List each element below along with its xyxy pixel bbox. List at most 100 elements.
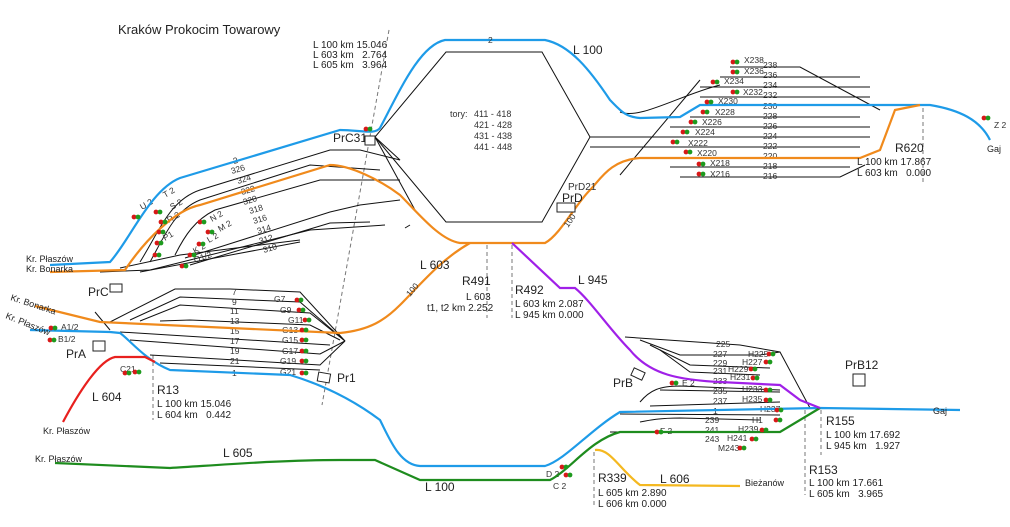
signal-label: Z 2: [994, 120, 1007, 130]
signal-red-lamp: [559, 464, 565, 470]
signal-icon: [296, 307, 306, 313]
track-label: 216: [763, 171, 777, 181]
signal-icon: [730, 89, 740, 95]
track-label: 218: [763, 161, 777, 171]
signal-red-lamp: [296, 307, 302, 313]
line-l604: [62, 355, 156, 423]
signal-green-lamp: [306, 317, 312, 323]
km-post-name: R492: [515, 283, 544, 297]
track-label-2: 2: [488, 35, 493, 45]
track-label: 11: [230, 306, 239, 316]
endpoint-biezanow: Bieżanów: [745, 478, 785, 488]
signal-red-lamp: [763, 397, 769, 403]
signal-icon: [299, 348, 309, 354]
hump-yard-group-4: 441 - 448: [474, 142, 512, 152]
line-l603: [49, 103, 921, 274]
signal-icon: [187, 252, 197, 258]
signal-green-lamp: [156, 252, 162, 258]
signal-icon: [154, 240, 164, 246]
km-line: L 100 km 15.046: [157, 399, 232, 410]
signal-green-lamp: [157, 209, 163, 215]
signal-red-lamp: [563, 472, 569, 478]
signal-green-lamp: [303, 348, 309, 354]
signal-icon: [563, 472, 573, 478]
signal-icon: [763, 359, 773, 365]
signal-green-lamp: [303, 337, 309, 343]
endpoint-kr-plaszow-l604: Kr. Płaszów: [43, 426, 91, 436]
signal-red-lamp: [205, 229, 211, 235]
signal-box-label-prd: PrD: [562, 191, 583, 205]
track-label: 225: [716, 339, 730, 349]
signal-green-lamp: [209, 229, 215, 235]
signal-label: X218: [710, 158, 730, 168]
signal-label: H235: [742, 394, 763, 404]
line-l605: [54, 407, 821, 482]
track-label: 326: [230, 162, 247, 176]
signal-green-lamp: [767, 397, 773, 403]
signal-red-lamp: [363, 126, 369, 132]
signal-green-lamp: [674, 139, 680, 145]
signal-red-lamp: [669, 380, 675, 386]
signal-red-lamp: [654, 429, 660, 435]
signal-label: G17: [282, 346, 298, 356]
signal-icon: [696, 161, 706, 167]
signal-red-lamp: [299, 337, 305, 343]
signal-label: C21: [120, 364, 136, 374]
km-line: L 603: [466, 292, 491, 303]
km-post-name: R339: [598, 471, 627, 485]
line-l100-south: [29, 328, 961, 468]
signal-icon: [696, 171, 706, 177]
line-l606: [594, 448, 741, 488]
signal-icon: [688, 119, 698, 125]
signal-green-lamp: [754, 375, 760, 381]
km-line: L 945 km 0.000: [515, 310, 584, 321]
signal-red-lamp: [737, 445, 743, 451]
signal-green-lamp: [52, 325, 58, 331]
signal-icon: [152, 252, 162, 258]
signal-icon: [749, 436, 759, 442]
signal-green-lamp: [985, 115, 991, 121]
track-label: 229: [713, 358, 727, 368]
signal-red-lamp: [748, 366, 754, 372]
km-post-name: R155: [826, 414, 855, 428]
signal-label: X234: [724, 76, 744, 86]
signal-red-lamp: [704, 99, 710, 105]
signal-label: E 2: [682, 378, 695, 388]
km-post-guides: [152, 29, 924, 505]
signal-icon: [559, 464, 569, 470]
track-label: 314: [256, 222, 273, 236]
signal-green-lamp: [563, 464, 569, 470]
signal-red-lamp: [158, 219, 164, 225]
signal-red-lamp: [179, 263, 185, 269]
km-line: L 605 km 2.890: [598, 488, 667, 499]
track-label: 232: [763, 90, 777, 100]
line-l945: [511, 242, 821, 410]
signal-icon: [750, 375, 760, 381]
group-x-tracks: [590, 66, 881, 178]
km-post-top-left: L 100 km 15.046 L 603 km 2.764 L 605 km …: [313, 40, 388, 71]
signal-red-lamp: [670, 139, 676, 145]
signal-green-lamp: [770, 351, 776, 357]
signal-green-lamp: [777, 417, 783, 423]
km-post-r155: R155 L 100 km 17.692 L 945 km 1.927: [826, 414, 901, 452]
signal-red-lamp: [730, 89, 736, 95]
group-x-track-labels: 238 236 234 232 230 228 226 224 222 220 …: [763, 60, 777, 181]
signal-green-lamp: [51, 337, 57, 343]
signal-red-lamp: [197, 219, 203, 225]
signal-green-lamp: [752, 366, 758, 372]
signal-red-lamp: [299, 358, 305, 364]
km-post-name: R153: [809, 463, 838, 477]
signal-green-lamp: [763, 427, 769, 433]
signal-box-label-prc: PrC: [88, 285, 109, 299]
line-label-l605: L 605: [223, 446, 253, 460]
signal-label: A1/2: [61, 322, 79, 332]
signal-green-lamp: [303, 358, 309, 364]
line-label-l100-top: L 100: [573, 43, 603, 57]
km-line: L 945 km 1.927: [826, 441, 901, 452]
signal-red-lamp: [763, 359, 769, 365]
signal-red-lamp: [696, 171, 702, 177]
km-line: L 606 km 0.000: [598, 499, 667, 510]
speed-label: 100: [404, 281, 421, 299]
signal-icon: [763, 397, 773, 403]
signal-green-lamp: [300, 307, 306, 313]
